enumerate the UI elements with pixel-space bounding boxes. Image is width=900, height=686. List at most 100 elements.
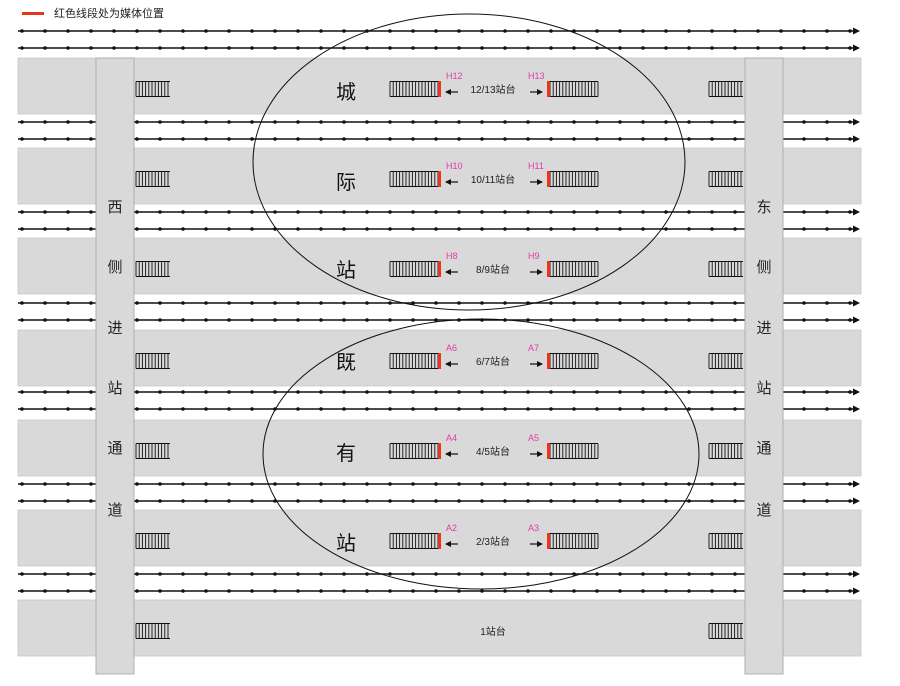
zone-label-char: 有 [336,442,356,465]
track-dot [20,318,24,322]
track-dot [388,29,392,33]
track-dot [480,589,484,593]
track-dot [20,390,24,394]
track-dot [227,227,231,231]
track-dot [687,572,691,576]
track-line [18,388,860,396]
track-dot [227,318,231,322]
stairs-west [135,353,170,369]
track-dot [503,301,507,305]
track-dot [641,120,645,124]
media-position-left [438,353,441,369]
media-position-right [547,81,550,97]
track-dot [250,29,254,33]
track-arrow [853,44,860,52]
stairs-east [708,353,743,369]
track-dot [319,227,323,231]
track-dot [296,46,300,50]
track-dot [641,46,645,50]
track-dot [204,137,208,141]
track-dot [342,137,346,141]
track-dot [388,499,392,503]
track-dot [319,120,323,124]
track-arrow [853,135,860,143]
track-dot [181,589,185,593]
track-dot [20,120,24,124]
track-dot [181,482,185,486]
track-dot [664,29,668,33]
track-dot [43,301,47,305]
track-dot [250,482,254,486]
track-dot [204,499,208,503]
media-position-left [438,533,441,549]
track-dot [503,120,507,124]
track-dot [273,301,277,305]
track-dot [181,120,185,124]
track-dot [135,390,139,394]
track-dot [158,589,162,593]
track-dot [135,46,139,50]
track-dot [43,390,47,394]
west-corridor-char: 通 [107,440,122,457]
track-dot [66,137,70,141]
track-dot [89,301,93,305]
media-position-right [547,533,550,549]
track-dot [848,318,852,322]
zone-ellipse [252,13,686,311]
track-dot [181,29,185,33]
track-dot [204,589,208,593]
tracks [18,27,860,595]
track-line [18,405,860,413]
track-dot [572,407,576,411]
track-dot [526,46,530,50]
west-corridor-char: 进 [107,320,122,337]
track-dot [664,407,668,411]
track-dot [250,390,254,394]
track-dot [135,318,139,322]
track-dot [365,46,369,50]
track-dot [20,572,24,576]
track-dot [342,227,346,231]
stairs-west [135,623,170,639]
track-dot [825,210,829,214]
track-dot [227,572,231,576]
west-corridor-char: 道 [107,502,122,519]
west-corridor-char: 西 [107,199,122,216]
track-dot [66,482,70,486]
track-dot [572,210,576,214]
track-dot [503,572,507,576]
track-dot [434,390,438,394]
track-dot [181,46,185,50]
track-dot [457,46,461,50]
track-dot [710,390,714,394]
track-dot [733,120,737,124]
platform-label: 1站台 [480,625,506,638]
track-dot [388,390,392,394]
track-dot [457,572,461,576]
track-dot [296,390,300,394]
track-dot [89,120,93,124]
track-dot [526,499,530,503]
track-dot [411,390,415,394]
track-dot [135,120,139,124]
track-dot [595,390,599,394]
track-dot [641,482,645,486]
track-dot [526,572,530,576]
track-dot [480,210,484,214]
track-dot [411,46,415,50]
track-dot [710,120,714,124]
track-dot [135,210,139,214]
stairs-west [135,171,170,187]
track-dot [848,589,852,593]
track-dot [756,29,760,33]
track-dot [181,318,185,322]
track-dot [434,137,438,141]
track-dot [66,301,70,305]
track-dot [388,318,392,322]
track-dot [664,137,668,141]
track-dot [756,46,760,50]
media-position-left [438,171,441,187]
stairs-east [708,443,743,459]
track-dot [273,29,277,33]
